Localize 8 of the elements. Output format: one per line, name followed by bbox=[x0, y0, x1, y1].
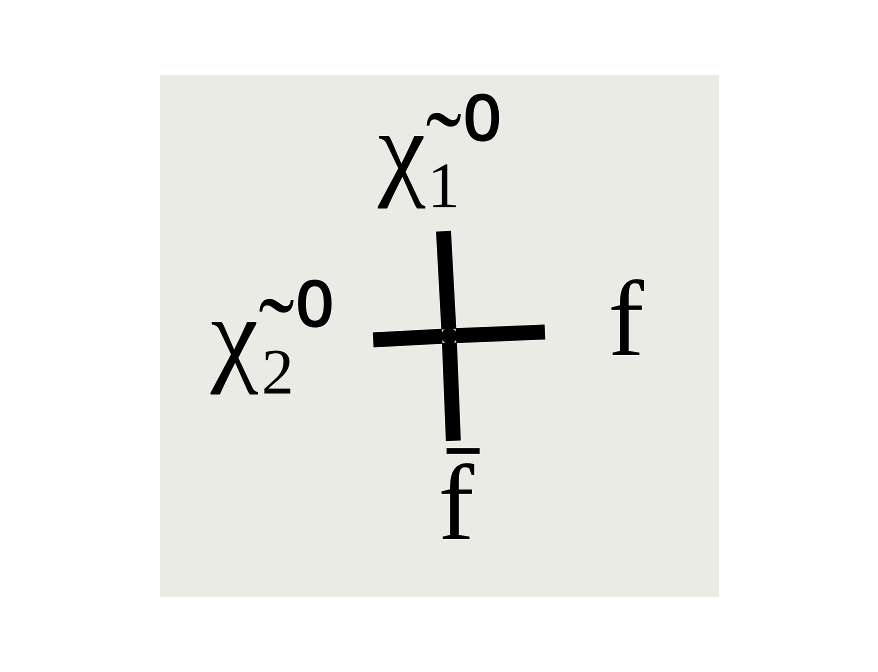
connector bbox=[436, 230, 456, 330]
connector bbox=[372, 328, 442, 348]
node-text: χ̃₂⁰ bbox=[210, 276, 334, 396]
connector bbox=[441, 342, 460, 442]
node-point bbox=[440, 328, 457, 344]
connector bbox=[455, 324, 545, 344]
node-text: f bbox=[608, 260, 644, 380]
node-text: χ̃₁⁰ bbox=[377, 90, 501, 210]
